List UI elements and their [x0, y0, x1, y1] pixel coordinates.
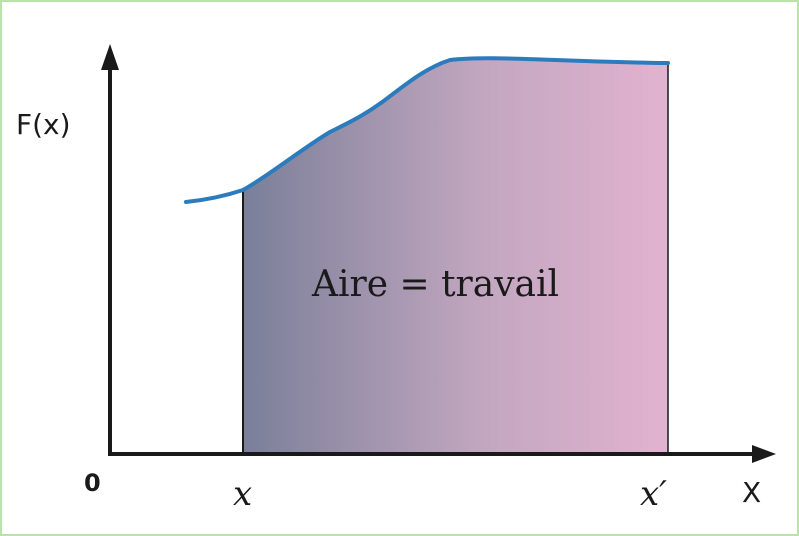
area-label: Aire = travail	[311, 264, 559, 305]
work-area-region	[243, 58, 668, 455]
x-start-label: x	[233, 474, 252, 514]
force-curve	[184, 56, 670, 204]
y-axis-label: F(x)	[16, 108, 71, 141]
x-axis-label: X	[742, 476, 761, 509]
x-end-label: x′	[640, 474, 667, 514]
y-axis-arrow-icon	[101, 44, 119, 70]
x-axis-arrow-icon	[752, 445, 776, 463]
origin-label: 0	[84, 469, 101, 497]
